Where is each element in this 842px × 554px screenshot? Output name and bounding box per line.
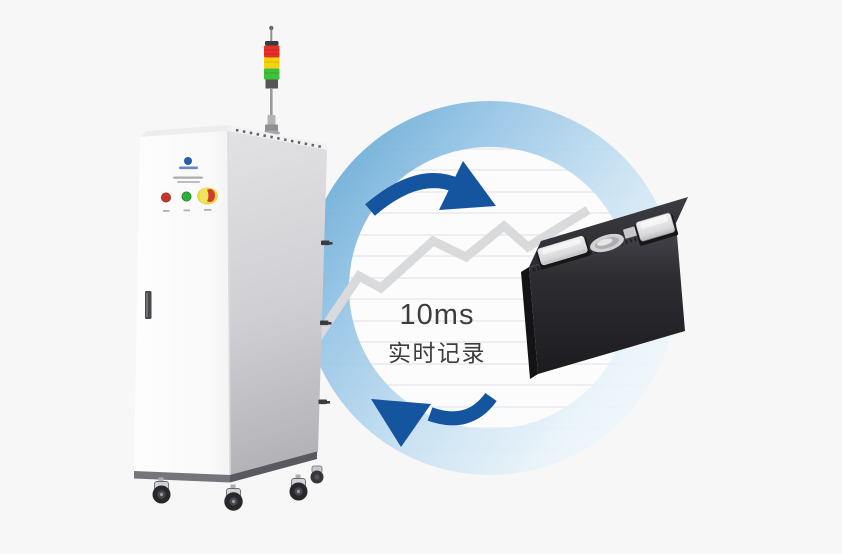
caption-line2: 实时记录 [388,340,486,366]
arrow-top-head [439,161,496,210]
caption: 10ms 实时记录 [337,298,537,368]
arrow-bottom-tail [427,392,497,426]
logo-text-line [179,166,198,170]
equipment-cabinet [134,25,333,511]
base-frame-front [134,471,230,483]
lamp-yellow [264,57,280,69]
pole-nut [265,124,278,132]
caster-wheel [224,484,243,511]
logo-mark [184,157,192,165]
spec-text-line1 [173,176,203,179]
tower-pole [270,88,273,118]
cycle-arrows [365,161,497,447]
emergency-stop-button[interactable] [197,187,218,205]
caster-wheel [289,474,308,501]
button-label-2 [183,209,190,212]
trend-zigzag-line [304,206,591,355]
base-frame-side [230,451,317,483]
arrow-top-tail [365,173,462,216]
battery-terminal-positive [634,212,679,246]
battery-cell [521,197,688,379]
lamp-cap [265,41,279,46]
pole-fitting [267,115,276,126]
side-louvers [235,128,323,149]
battery-vent [590,233,624,253]
caster-wheel [310,465,324,484]
cabinet-side-panel [228,131,327,477]
control-buttons [160,187,218,212]
signal-tower [263,25,280,136]
button-label-1 [163,210,170,212]
door-handle-highlight [146,293,148,317]
arrow-bottom-head [371,399,431,447]
battery-left-side [521,267,538,379]
caption-line1: 10ms [399,299,475,331]
spec-text-line2 [177,181,200,183]
clockwise-arrow-icon [365,161,496,216]
caster-wheel [152,477,171,504]
cabinet-front-panel-sheen [134,131,230,477]
red-indicator-button[interactable] [160,192,171,203]
green-indicator-button[interactable] [181,191,192,202]
battery-code-plate [623,225,639,239]
lamp-red [264,45,280,58]
lamp-green [264,68,280,80]
brand-logo [173,157,203,183]
side-hinges [318,240,333,405]
button-label-3 [204,209,212,211]
casters [152,465,324,511]
lamp-base [265,79,278,89]
door-handle[interactable] [145,291,152,319]
lamp-ridges [264,49,280,74]
counterclockwise-arrow-icon [371,392,497,447]
battery-terminal-negative [536,236,591,270]
cabinet-top-front-sliver [140,125,228,137]
cabinet-corner-edge [227,130,231,478]
antenna-tip [269,25,274,31]
